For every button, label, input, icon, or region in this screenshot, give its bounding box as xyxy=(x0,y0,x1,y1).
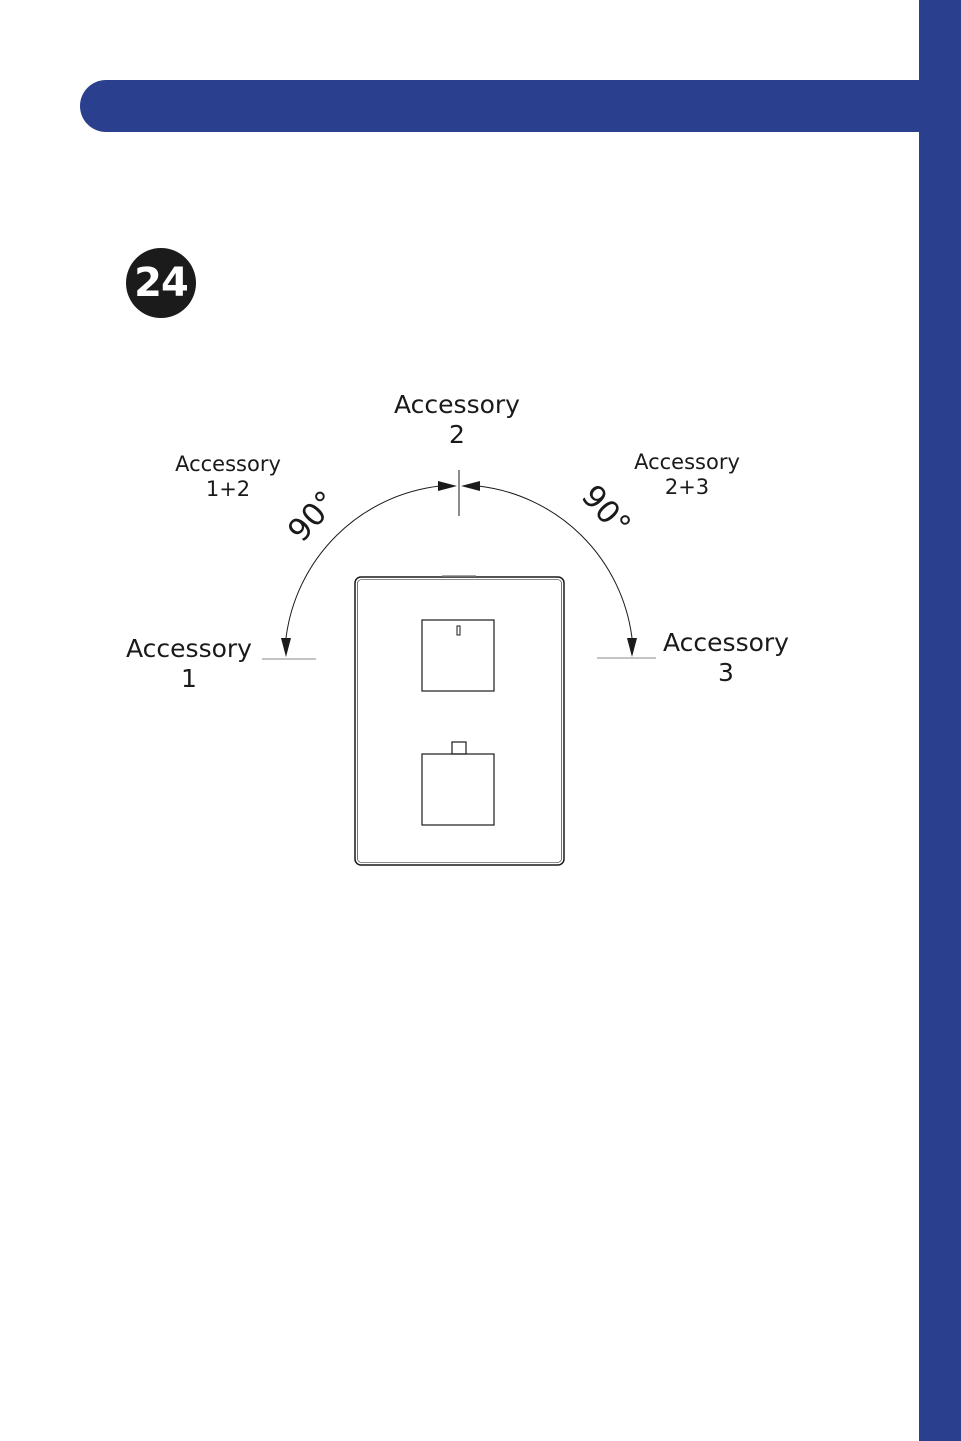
arrow-head-right xyxy=(627,638,637,657)
label-accessory-1-2: Accessory 1+2 xyxy=(168,452,288,502)
label-accessory-2-3: Accessory 2+3 xyxy=(627,450,747,500)
label-accessory-1: Accessory 1 xyxy=(124,634,254,694)
label-accessory-3: Accessory 3 xyxy=(661,628,791,688)
faceplate-inner xyxy=(358,580,562,863)
label-accessory-2: Accessory 2 xyxy=(392,390,522,450)
upper-knob-indicator xyxy=(457,626,460,635)
lower-knob-tab xyxy=(452,742,466,754)
upper-control-knob xyxy=(422,620,494,691)
arrow-head-left xyxy=(281,638,291,657)
arrow-head-top-left xyxy=(438,481,457,491)
arrow-head-top-right xyxy=(461,481,480,491)
lower-control-knob xyxy=(422,754,494,825)
